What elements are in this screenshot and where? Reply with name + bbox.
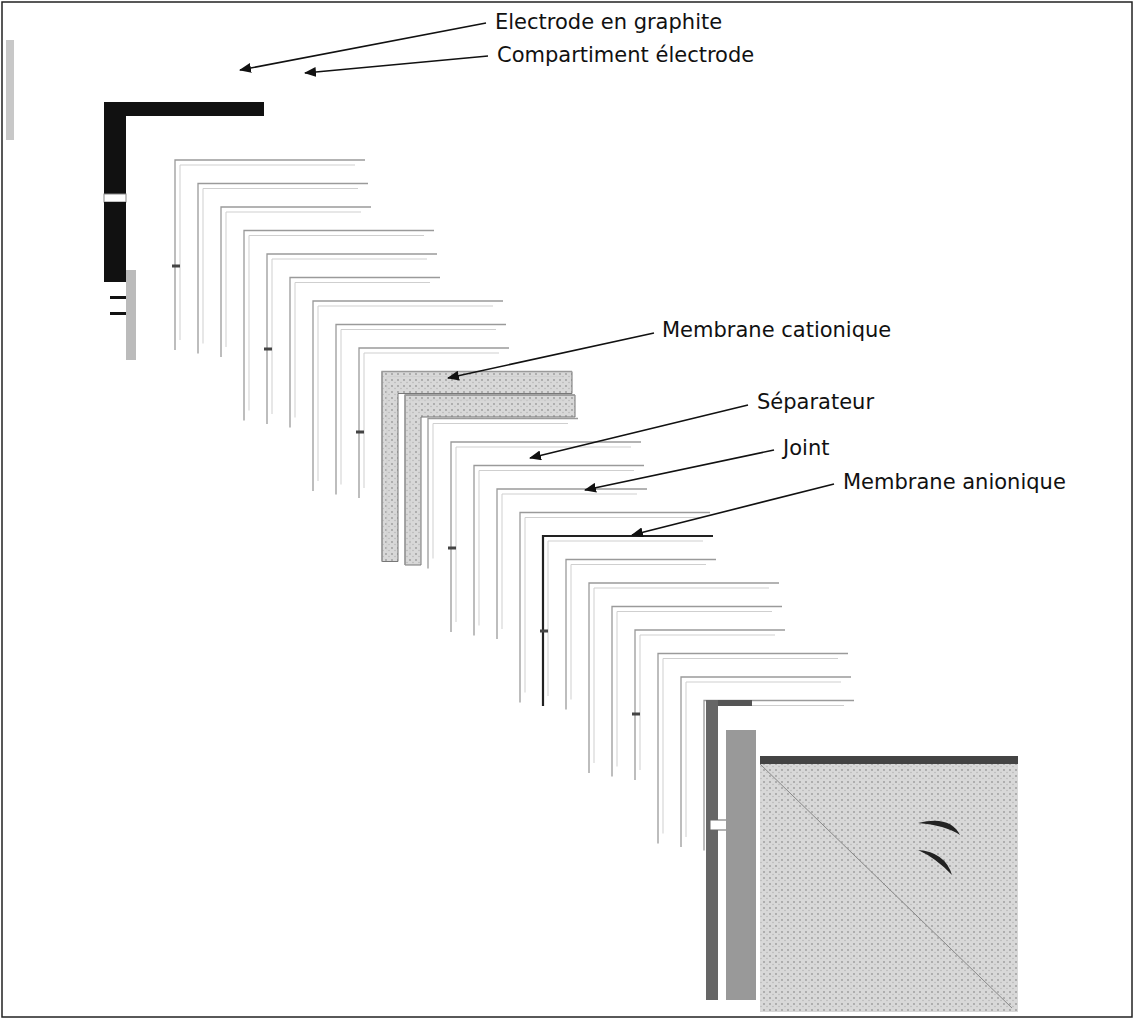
end-plate	[706, 700, 1018, 1012]
plate-port	[172, 265, 180, 268]
part-label: Séparateur	[757, 390, 874, 415]
plate-inner-edge	[502, 494, 637, 629]
plate-port	[356, 431, 364, 434]
stack-plate	[520, 513, 710, 703]
plate-inner-edge	[433, 424, 568, 559]
stack-plate	[382, 372, 572, 562]
plate-port	[264, 348, 272, 351]
cation-membrane	[405, 395, 575, 565]
stack-plate	[474, 466, 644, 636]
edge-shade	[6, 40, 14, 140]
plate-port	[448, 547, 456, 550]
plate-inner-edge	[226, 212, 361, 347]
stack-plate	[543, 536, 713, 706]
stack-plate	[405, 395, 575, 565]
stack-plate	[175, 160, 365, 350]
part-label: Electrode en graphite	[495, 10, 722, 35]
plate-inner-edge	[571, 565, 706, 700]
leader-lines	[240, 23, 834, 535]
cation-membrane	[382, 372, 572, 562]
graphite-electrode	[104, 102, 264, 360]
part-label: Joint	[783, 436, 829, 461]
plate-port	[540, 630, 548, 633]
stack-plate	[198, 184, 368, 354]
part-label: Compartiment électrode	[497, 43, 754, 68]
part-label: Membrane anionique	[843, 470, 1066, 495]
stack-plate	[612, 607, 782, 777]
part-label: Membrane cationique	[662, 318, 891, 343]
plate-port	[632, 713, 640, 716]
